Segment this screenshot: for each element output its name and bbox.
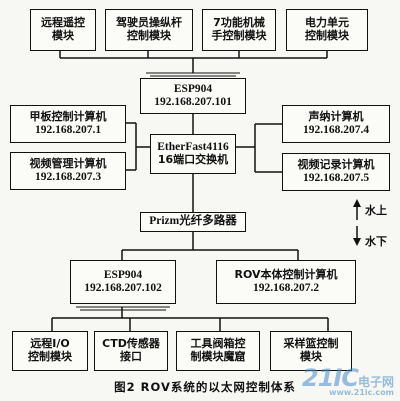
sonar-computer-name: 声纳计算机 [308, 110, 364, 124]
video-recording-computer-ip: 192.168.207.5 [302, 171, 370, 184]
module-sample-basket-line2: 模块 [300, 350, 322, 363]
module-power-unit-control-line2: 控制模块 [305, 29, 349, 42]
module-remote-control-line2: 模块 [52, 29, 74, 42]
fiber-multiplexer: Prizm光纤多路器 [140, 212, 246, 232]
module-sample-basket: 采样篮控制 模块 [270, 331, 352, 371]
ethernet-switch-desc: 16端口交换机 [157, 153, 229, 167]
module-remote-control: 远程遥控 模块 [30, 9, 96, 51]
rov-body-control-computer-ip: 192.168.207.2 [252, 281, 320, 294]
label-above-water: 水上 [365, 204, 387, 217]
rov-body-control-computer: ROV本体控制计算机 192.168.207.2 [216, 260, 356, 304]
esp904-bottom-ip: 192.168.207.102 [84, 282, 162, 294]
sonar-computer: 声纳计算机 192.168.207.4 [282, 105, 390, 143]
esp904-top-ip: 192.168.207.101 [154, 96, 232, 108]
module-joystick-control-line1: 驾驶员操纵杆 [116, 16, 182, 30]
module-tool-valve: 工具阀箱控 制模块魔窟 [176, 331, 260, 371]
module-remote-control-line1: 远程遥控 [41, 16, 85, 30]
esp904-bottom-name: ESP904 [103, 268, 143, 281]
esp904-top: ESP904 192.168.207.101 [140, 78, 246, 114]
module-power-unit-control-line1: 电力单元 [305, 16, 349, 30]
ethernet-switch: EtherFast4116 16端口交换机 [150, 134, 236, 174]
deck-control-computer-ip: 192.168.207.1 [34, 123, 102, 136]
rov-body-control-computer-name: ROV本体控制计算机 [234, 268, 338, 282]
sonar-computer-ip: 192.168.207.4 [302, 123, 370, 136]
video-management-computer-name: 视频管理计算机 [29, 157, 107, 171]
module-joystick-control-line2: 控制模块 [127, 29, 171, 42]
module-tool-valve-line1: 工具阀箱控 [190, 337, 246, 351]
ethernet-switch-name: EtherFast4116 [157, 141, 229, 154]
module-remote-io: 远程I/O 控制模块 [12, 331, 88, 371]
watermark-logo: 21IC电子网 www.21ic.com [302, 364, 394, 397]
module-manipulator-control-line1: 7功能机械 [213, 16, 265, 30]
module-ctd-sensor: CTD传感器 接口 [94, 331, 168, 371]
module-power-unit-control: 电力单元 控制模块 [286, 9, 368, 51]
module-ctd-sensor-line1: CTD传感器 [102, 337, 160, 351]
watermark-url: www.21ic.com [329, 388, 394, 397]
module-tool-valve-line2: 制模块魔窟 [190, 350, 246, 363]
video-recording-computer-name: 视频记录计算机 [297, 158, 375, 172]
watermark-big: 21IC [302, 364, 359, 392]
deck-control-computer-name: 甲板控制计算机 [29, 110, 107, 124]
video-management-computer: 视频管理计算机 192.168.207.3 [10, 152, 126, 190]
label-below-water: 水下 [365, 235, 387, 248]
deck-control-computer: 甲板控制计算机 192.168.207.1 [10, 105, 126, 143]
esp904-bottom: ESP904 192.168.207.102 [70, 260, 176, 304]
module-remote-io-line2: 控制模块 [28, 350, 72, 363]
module-ctd-sensor-line2: 接口 [120, 350, 142, 363]
module-sample-basket-line1: 采样篮控制 [283, 337, 339, 351]
watermark-small: 电子网 [357, 375, 394, 389]
module-manipulator-control: 7功能机械 手控制模块 [202, 9, 276, 51]
module-remote-io-line1: 远程I/O [30, 337, 70, 351]
figure-caption: 图2 ROV系统的以太网控制体系 [114, 380, 296, 394]
fiber-multiplexer-name: Prizm光纤多路器 [149, 215, 237, 228]
module-joystick-control: 驾驶员操纵杆 控制模块 [105, 9, 193, 51]
video-recording-computer: 视频记录计算机 192.168.207.5 [282, 153, 390, 191]
module-manipulator-control-line2: 手控制模块 [211, 29, 267, 42]
esp904-top-name: ESP904 [173, 82, 213, 95]
video-management-computer-ip: 192.168.207.3 [34, 170, 102, 183]
